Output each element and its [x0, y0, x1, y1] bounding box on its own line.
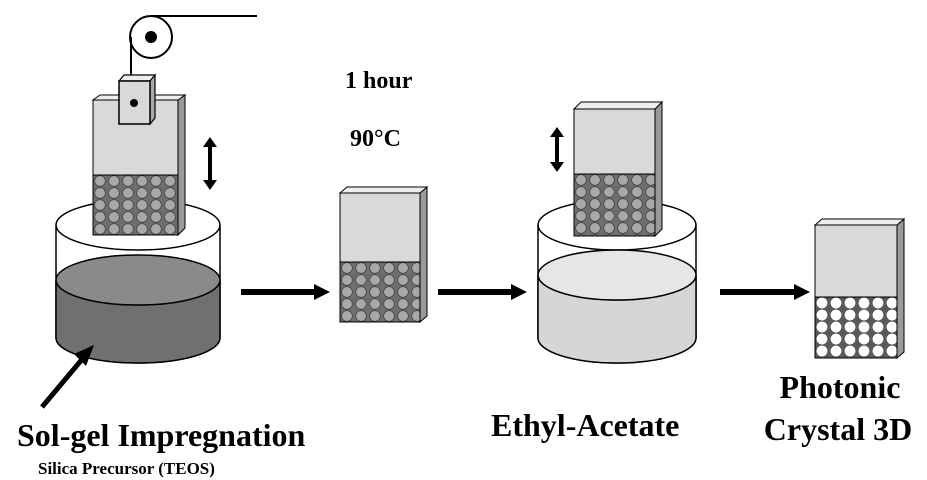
vertical-movement-icon — [203, 137, 217, 190]
colloidal-spheres — [92, 174, 179, 236]
step4-group: Photonic Crystal 3D — [764, 217, 912, 447]
step1-subtitle: Silica Precursor (TEOS) — [38, 459, 215, 478]
step4-title-line1: Photonic — [780, 369, 901, 405]
infiltrated-spheres — [339, 261, 421, 323]
pulley-icon — [129, 15, 257, 78]
pointer-arrow-icon — [40, 345, 94, 409]
dissolving-block — [572, 100, 664, 238]
step1-title: Sol-gel Impregnation — [17, 417, 306, 453]
step4-title-line2: Crystal 3D — [764, 411, 912, 447]
step2-time: 1 hour — [345, 68, 413, 94]
process-arrow-3 — [720, 284, 810, 300]
silica-spheres — [573, 173, 656, 237]
heated-sample-block — [338, 185, 429, 324]
process-arrow-2 — [438, 284, 527, 300]
process-arrow-1 — [241, 284, 330, 300]
vertical-movement-icon — [550, 127, 564, 172]
step2-group: 1 hour 90°C — [338, 68, 429, 324]
photonic-crystal-block — [813, 217, 906, 360]
step2-temperature: 90°C — [350, 126, 401, 152]
substrate-block — [91, 94, 187, 237]
step3-title: Ethyl-Acetate — [491, 407, 679, 443]
sol-gel-solution — [55, 225, 221, 364]
ethyl-acetate-solution — [537, 225, 697, 364]
inverse-opal-pores — [814, 296, 898, 359]
step1-group: Sol-gel Impregnation Silica Precursor (T… — [17, 15, 306, 478]
clamp-icon — [117, 73, 157, 126]
step3-group: Ethyl-Acetate — [491, 100, 697, 443]
